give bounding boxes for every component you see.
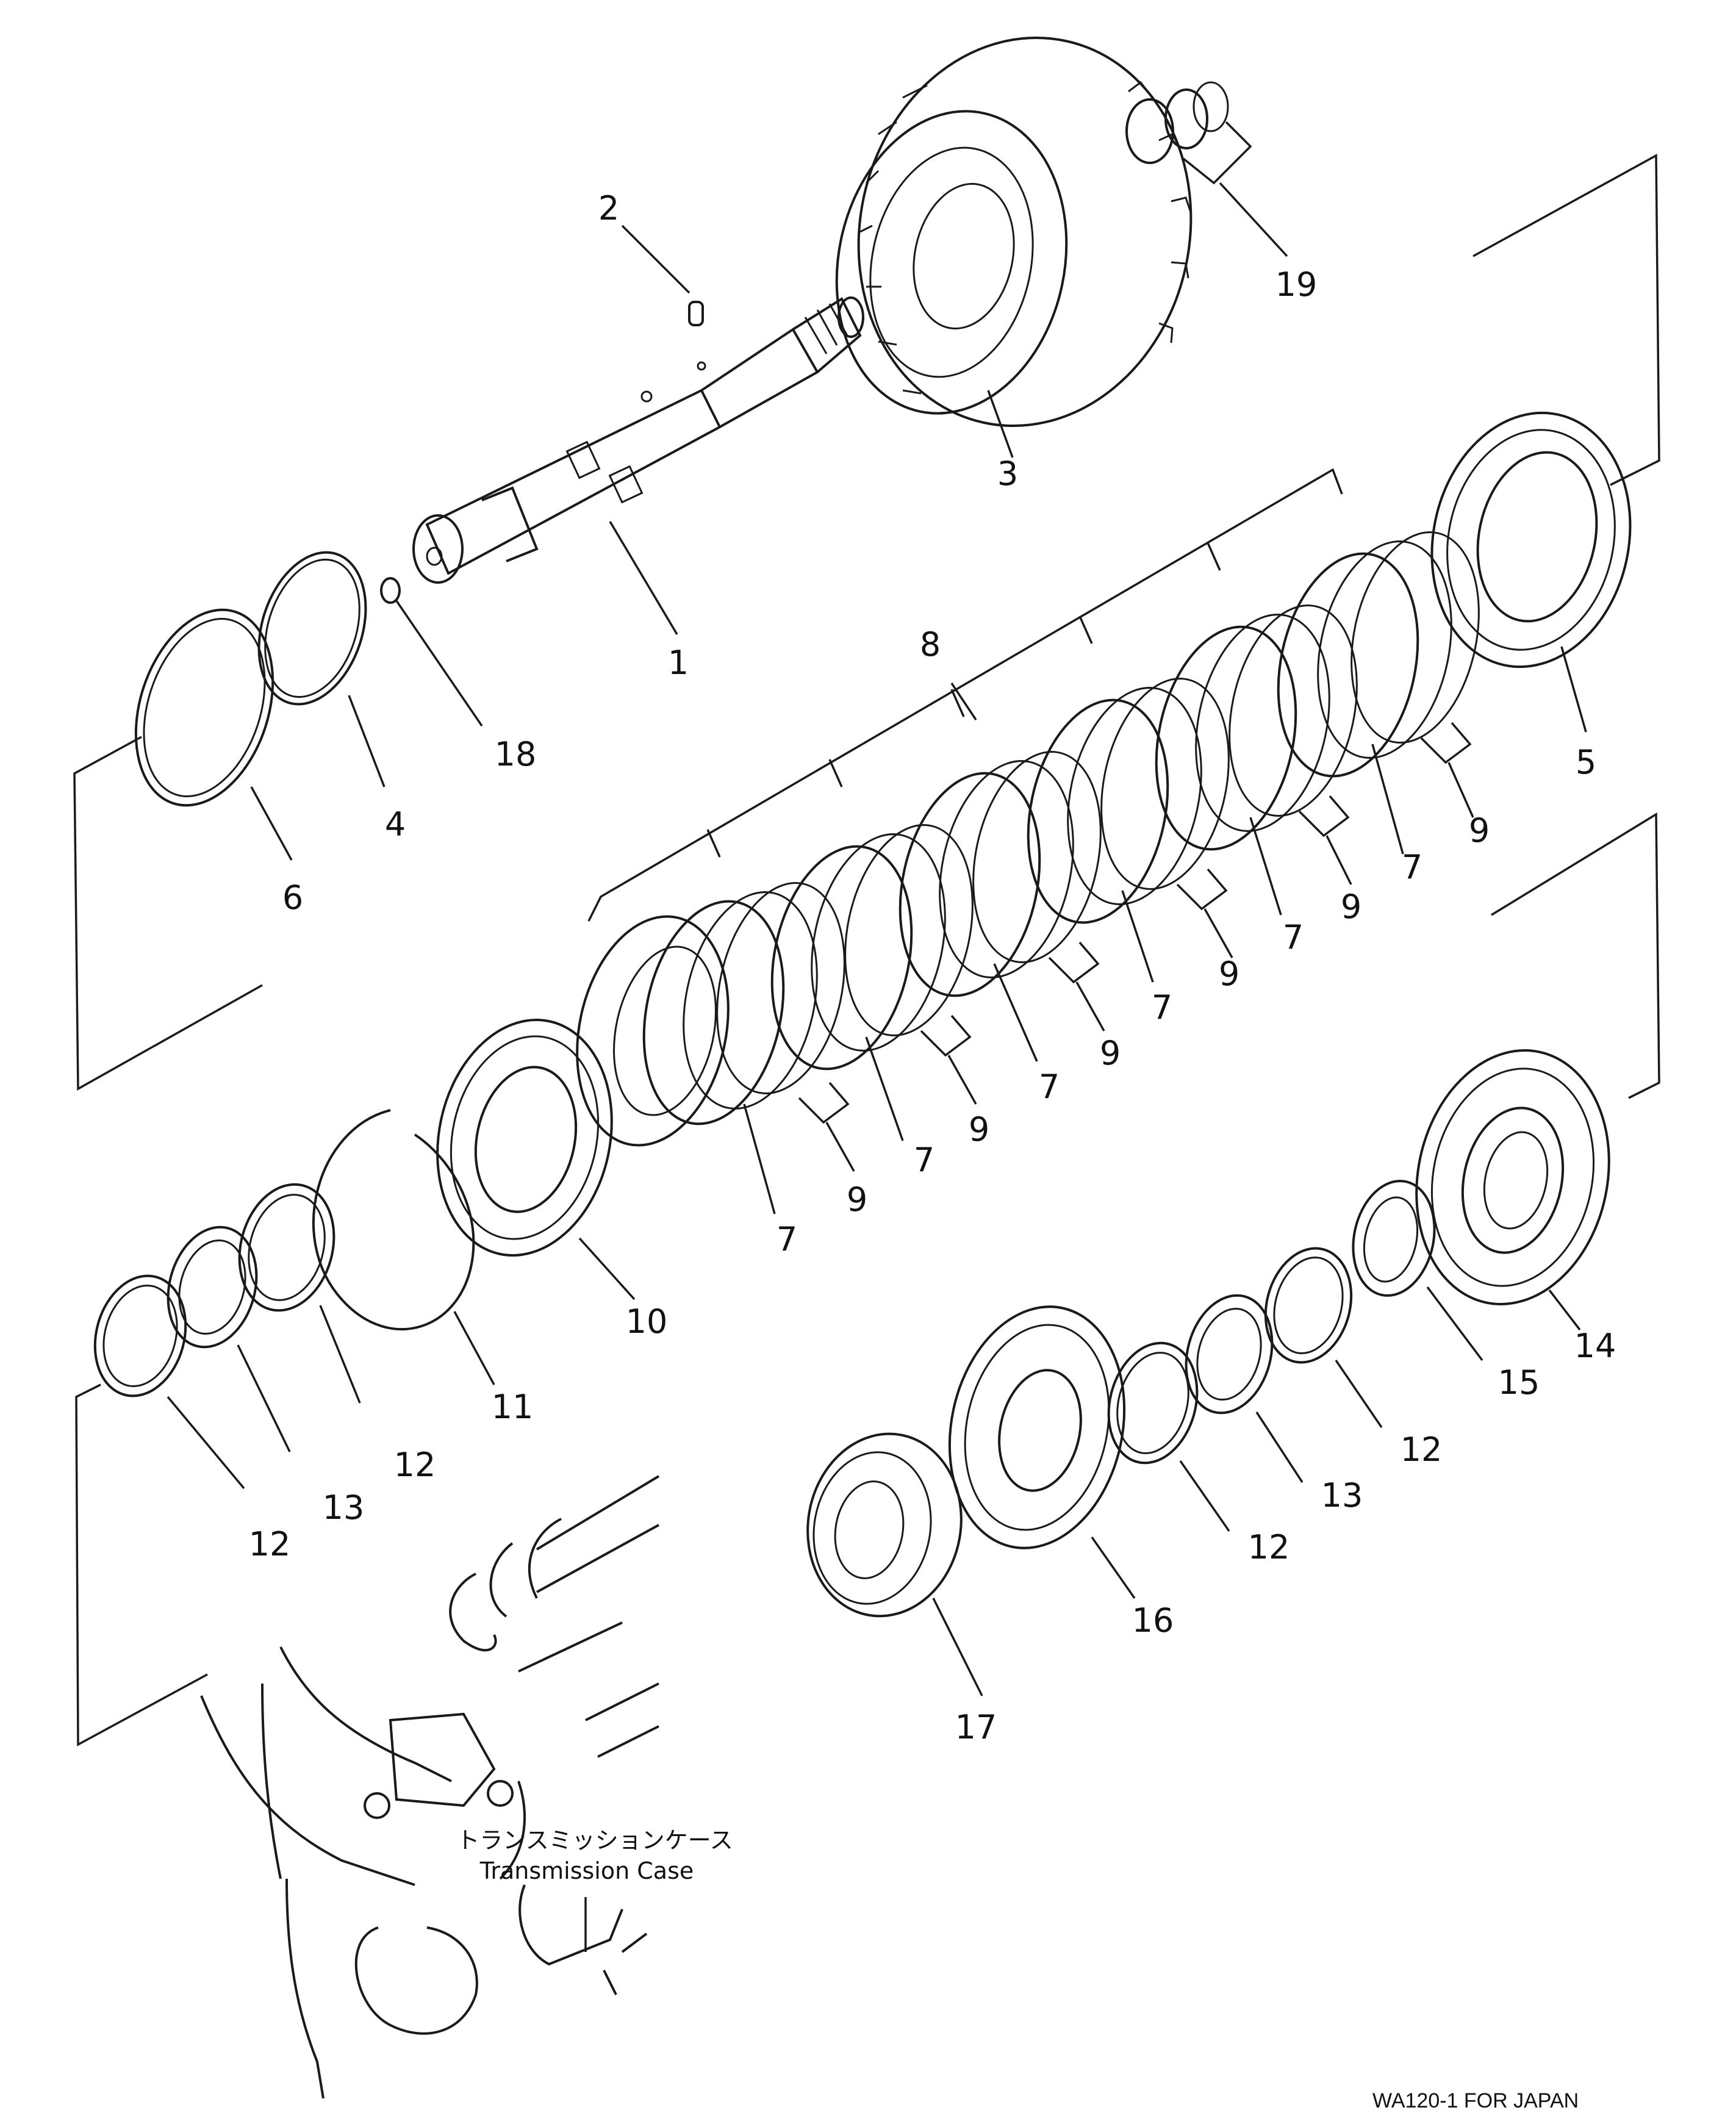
label-part-18: 18 <box>495 735 537 773</box>
label-part-7b: 7 <box>914 1141 934 1179</box>
part-12-washer-mid <box>238 1183 361 1404</box>
part-10-gear-ring <box>436 1019 636 1300</box>
part-1-shaft <box>412 296 864 635</box>
label-part-7e: 7 <box>1283 918 1304 956</box>
label-part-9c: 9 <box>1100 1034 1121 1072</box>
part-13-thrust-bearing-left <box>167 1225 291 1452</box>
label-part-13b: 13 <box>1321 1476 1363 1515</box>
label-part-12d: 12 <box>1401 1430 1443 1469</box>
label-part-10: 10 <box>626 1302 668 1341</box>
part-12-washer-right <box>1264 1247 1383 1428</box>
bracket-right-upper <box>1472 154 1660 486</box>
part-13-thrust-bearing-right <box>1185 1294 1304 1483</box>
label-part-17: 17 <box>955 1708 997 1746</box>
part-12-washer-right-mid <box>1107 1341 1230 1532</box>
part-8-disc-stack <box>576 468 1480 1147</box>
part-15-needle-bearing <box>1352 1180 1483 1361</box>
label-part-16: 16 <box>1132 1601 1174 1640</box>
label-part-6: 6 <box>282 878 303 917</box>
label-part-11: 11 <box>492 1388 534 1426</box>
bracket-left-lower <box>75 1383 208 1746</box>
label-part-9f: 9 <box>1469 811 1490 850</box>
disc-set-e <box>1155 604 1358 851</box>
label-part-9a: 9 <box>847 1180 867 1219</box>
disc-set-d <box>1027 678 1230 924</box>
part-12-washer-left <box>93 1274 245 1490</box>
part-19-rings <box>1125 81 1288 257</box>
label-part-7c: 7 <box>1039 1067 1060 1106</box>
label-part-14: 14 <box>1574 1327 1616 1365</box>
leaders-7-9 <box>743 722 1474 1214</box>
part-17-roller-bearing <box>806 1432 983 1696</box>
part-16-gear <box>948 1305 1136 1599</box>
case-label-english: Transmission Case <box>479 1857 694 1884</box>
part-4-ring <box>257 551 386 787</box>
label-part-12b: 12 <box>249 1525 291 1563</box>
label-part-15: 15 <box>1498 1363 1540 1402</box>
part-18-plug <box>380 577 483 726</box>
label-part-8: 8 <box>920 625 941 664</box>
label-part-7d: 7 <box>1152 988 1172 1027</box>
label-part-9b: 9 <box>969 1110 989 1149</box>
label-part-12c: 12 <box>1248 1528 1290 1566</box>
label-part-2: 2 <box>598 189 619 228</box>
label-part-3: 3 <box>997 454 1018 493</box>
label-part-5: 5 <box>1576 743 1596 781</box>
label-part-13a: 13 <box>323 1488 365 1527</box>
part-3-clutch-housing <box>835 36 1193 458</box>
label-part-19: 19 <box>1275 265 1318 304</box>
label-part-12a: 12 <box>394 1446 436 1484</box>
disc-set-c <box>898 751 1102 997</box>
label-part-7a: 7 <box>777 1220 797 1258</box>
label-part-4: 4 <box>385 805 406 844</box>
bracket-right-lower <box>1491 812 1660 1099</box>
part-11-snap-ring <box>312 1109 495 1385</box>
part-5-gear-ring <box>1430 411 1632 733</box>
bracket-left-upper <box>73 736 263 1091</box>
part-6-ring <box>134 608 293 861</box>
part-14-gear <box>1415 1049 1610 1331</box>
label-part-9e: 9 <box>1341 888 1361 926</box>
label-part-7f: 7 <box>1402 848 1422 886</box>
part-2-pin <box>621 224 704 326</box>
label-part-1: 1 <box>668 644 689 682</box>
part-labels: 1 2 3 4 5 6 8 7 9 7 9 7 9 7 9 7 9 7 9 10… <box>249 189 1616 1746</box>
transmission-case-sketch <box>200 1475 660 2099</box>
disc-set-b <box>770 824 974 1071</box>
footer-model-text: WA120-1 FOR JAPAN <box>1372 2089 1579 2112</box>
disc-set-f <box>1277 531 1480 778</box>
label-part-9d: 9 <box>1219 955 1239 993</box>
case-label-japanese: トランスミッションケース <box>456 1827 733 1854</box>
transmission-case-label: トランスミッションケース Transmission Case <box>456 1827 733 1884</box>
